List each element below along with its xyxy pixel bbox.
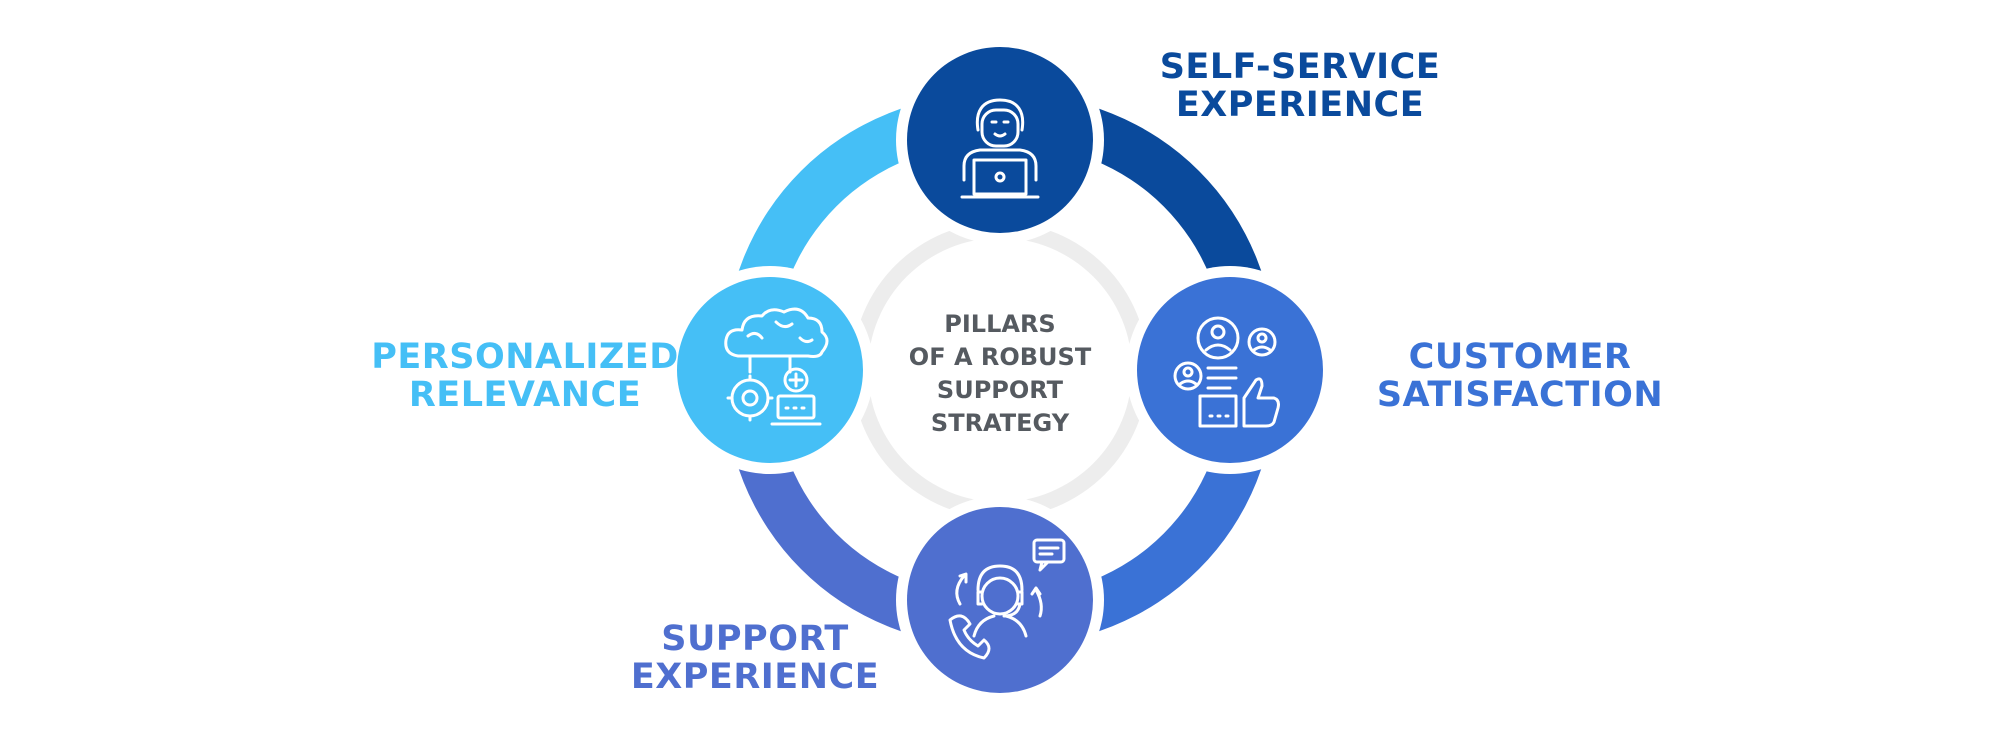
center-title-line-2: OF A ROBUST <box>908 343 1092 371</box>
label-personalized-relevance-line-1: PERSONALIZED <box>371 337 679 377</box>
label-self-service: SELF-SERVICE EXPERIENCE <box>1130 48 1470 124</box>
label-customer-satisfaction-line-1: CUSTOMER <box>1408 337 1632 377</box>
person-laptop-icon <box>960 98 1040 199</box>
customers-thumbs-up-icon <box>1173 316 1280 428</box>
center-title-line-3: SUPPORT <box>936 376 1064 404</box>
label-customer-satisfaction: CUSTOMER SATISFACTION <box>1350 338 1690 414</box>
label-support-experience: SUPPORT EXPERIENCE <box>605 620 905 696</box>
headset-agent-icon <box>948 538 1066 660</box>
node-self-service <box>896 36 1104 244</box>
center-title-line-4: STRATEGY <box>930 409 1070 437</box>
node-support-experience <box>896 496 1104 704</box>
center-title-line-1: PILLARS <box>944 310 1056 338</box>
label-personalized-relevance-line-2: RELEVANCE <box>408 375 642 415</box>
node-personalized-relevance <box>666 266 874 474</box>
center-disc <box>868 238 1132 502</box>
label-self-service-line-1: SELF-SERVICE <box>1159 47 1441 87</box>
label-support-experience-line-1: SUPPORT <box>661 619 849 659</box>
label-self-service-line-2: EXPERIENCE <box>1175 85 1425 125</box>
label-personalized-relevance: PERSONALIZED RELEVANCE <box>360 338 690 414</box>
center-title: PILLARS OF A ROBUST SUPPORT STRATEGY <box>900 308 1100 440</box>
label-support-experience-line-2: EXPERIENCE <box>630 657 880 697</box>
node-customer-satisfaction <box>1126 266 1334 474</box>
cloud-brain-settings-icon <box>724 307 829 426</box>
label-customer-satisfaction-line-2: SATISFACTION <box>1376 375 1664 415</box>
